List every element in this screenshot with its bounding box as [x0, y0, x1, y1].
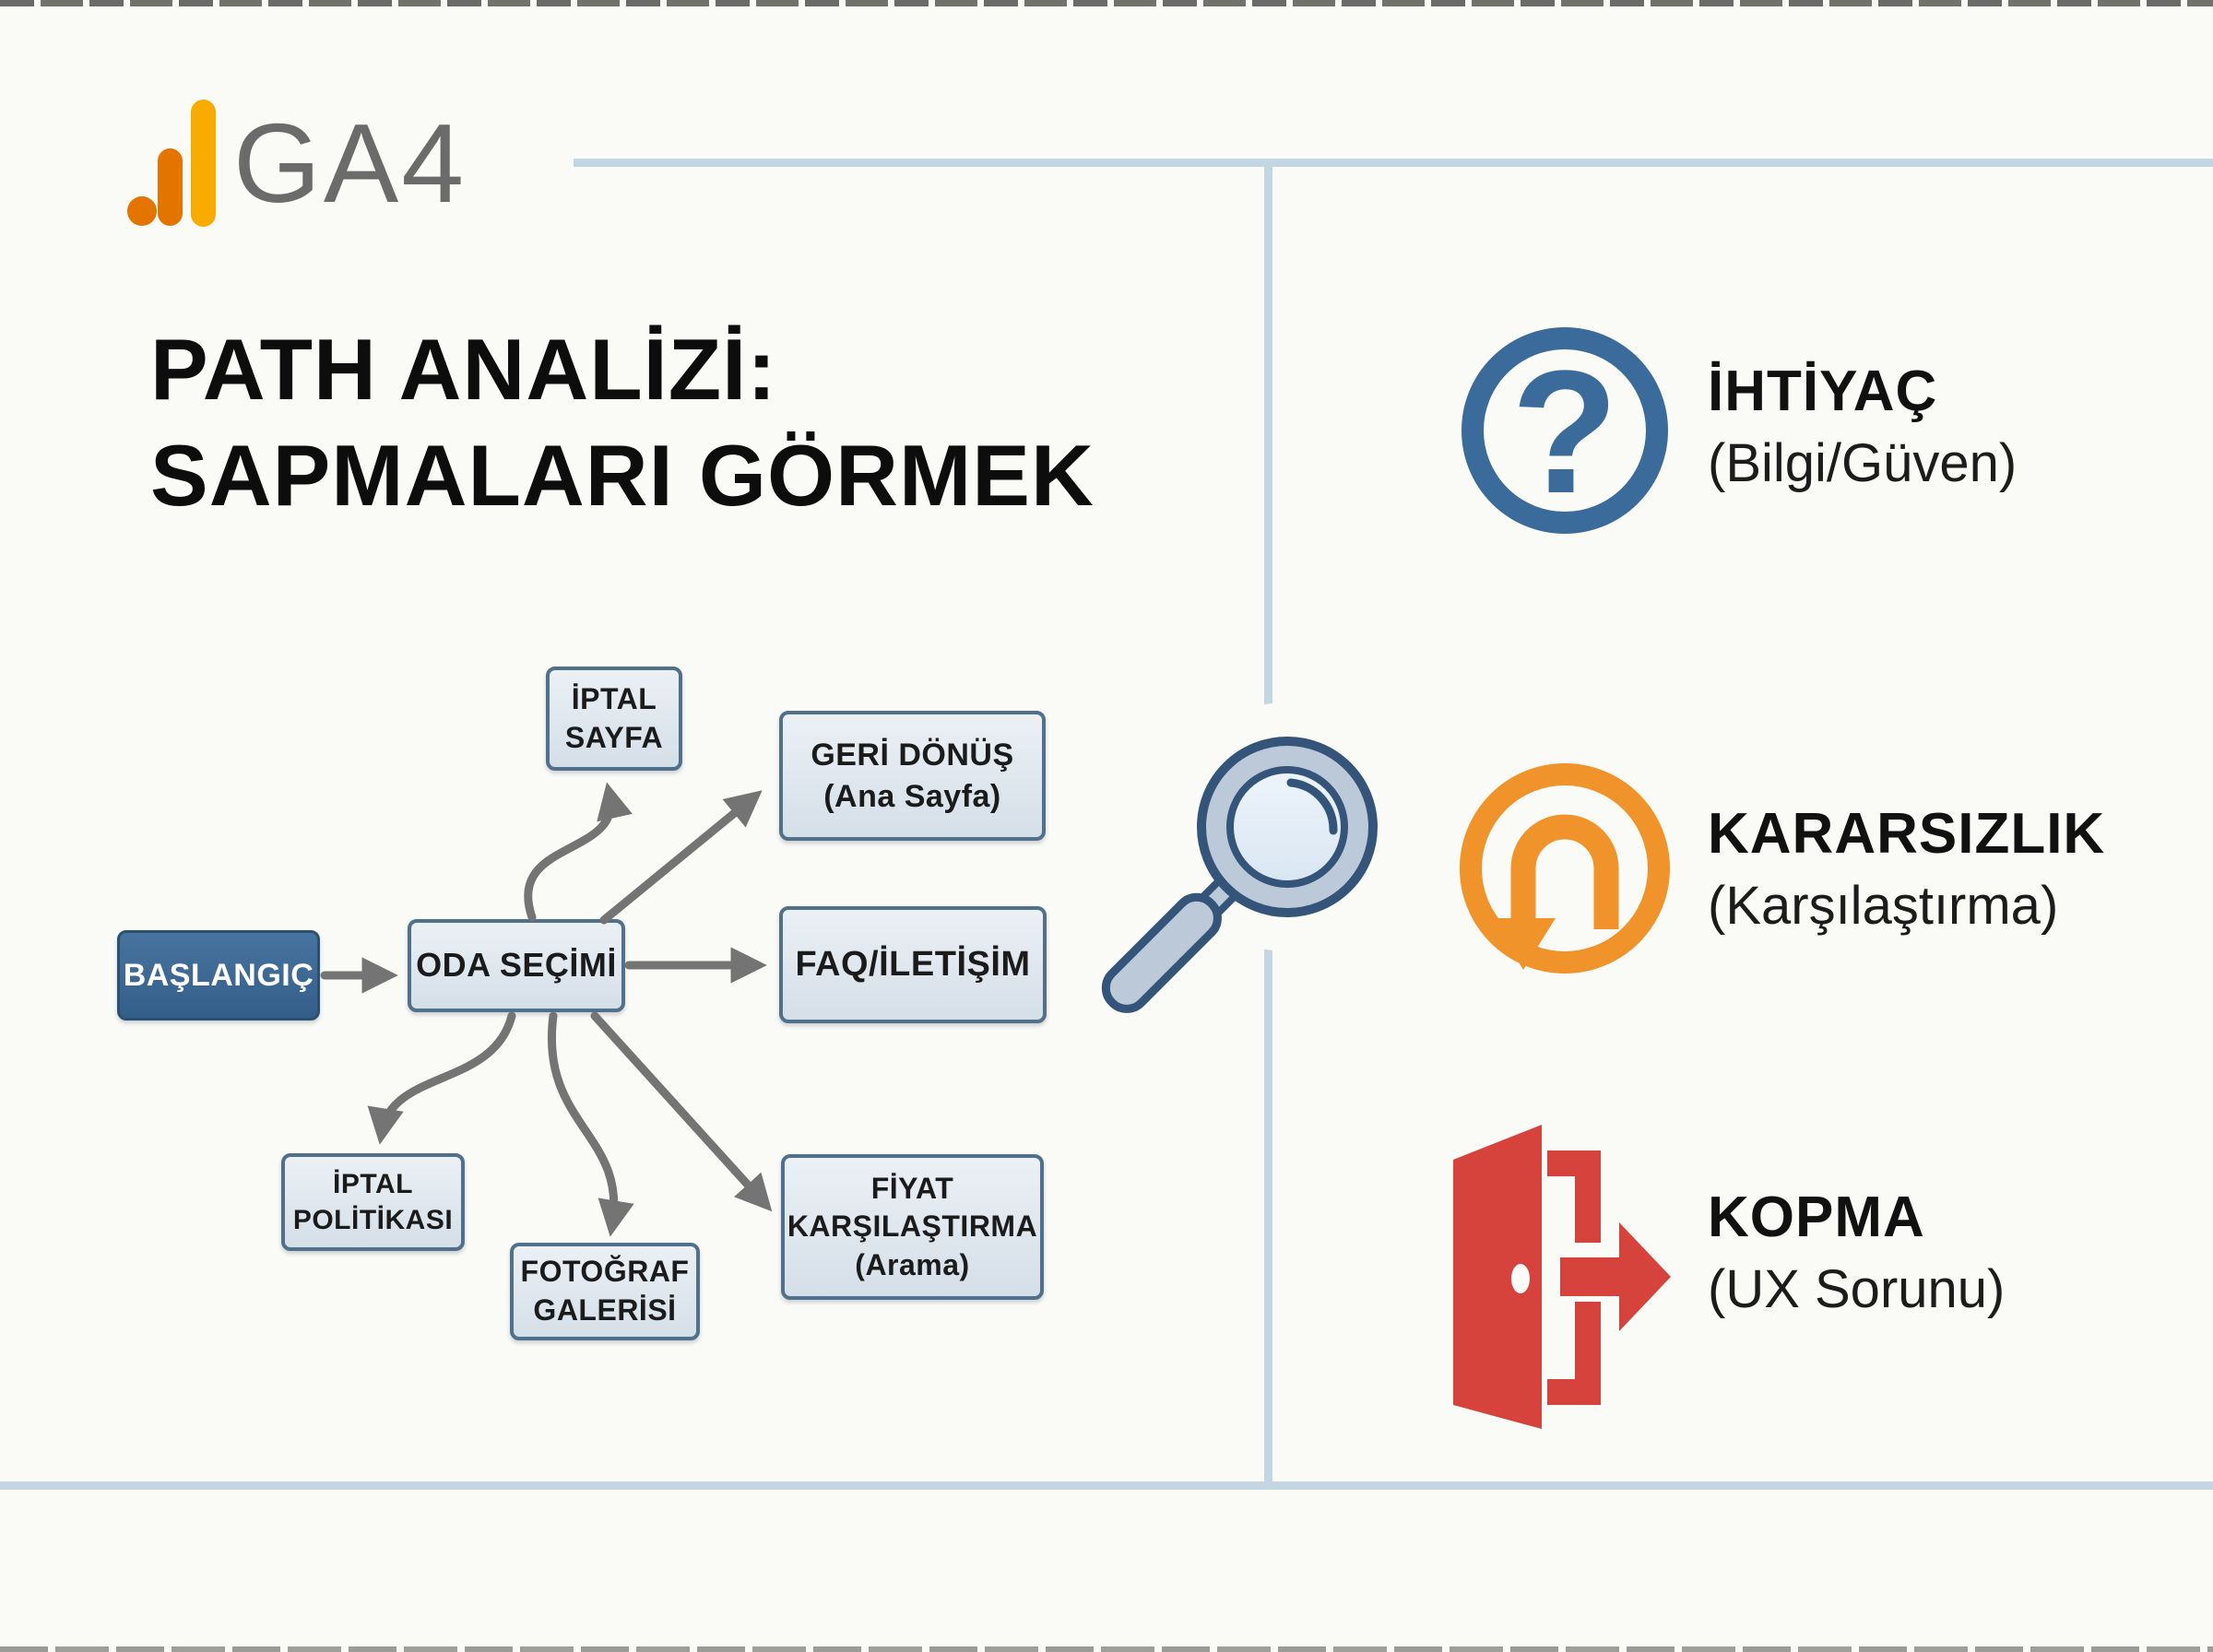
ga4-bar-chart-icon [158, 148, 183, 226]
exit-door-icon [1453, 1125, 1671, 1429]
bottom-divider-line [0, 1481, 2213, 1490]
torn-edge-top [0, 0, 2213, 6]
ga4-logo-text: GA4 [233, 100, 467, 226]
legend-item-kararsizlik: KARARSIZLIK (Karşılaştırma) [1708, 804, 2213, 935]
question-circle-icon: ? [1462, 327, 1668, 534]
flow-node-faq-iletisim: FAQ/İLETİŞİM [779, 906, 1047, 1023]
flow-node-oda-secimi: ODA SEÇİMİ [408, 919, 625, 1012]
legend-title: KARARSIZLIK [1708, 802, 2106, 866]
legend-item-kopma: KOPMA (UX Sorunu) [1708, 1187, 2213, 1318]
arrow-oda-to-fotograf [547, 1011, 634, 1237]
flow-node-baslangic: BAŞLANGIÇ [117, 930, 320, 1021]
flow-node-fiyat-karsilastirma: FİYAT KARŞILAŞTIRMA (Arama) [781, 1154, 1044, 1300]
flow-node-iptal-sayfa: İPTAL SAYFA [546, 667, 682, 771]
legend-subtitle: (Bilgi/Güven) [1708, 433, 2018, 494]
legend-subtitle: (Karşılaştırma) [1708, 876, 2059, 937]
header-divider-line [574, 159, 2213, 167]
page-title: PATH ANALİZİ: SAPMALARI GÖRMEK [150, 317, 1095, 528]
arrow-oda-to-fiyat [590, 1011, 773, 1212]
torn-edge-bottom [0, 1646, 2213, 1652]
legend-title: KOPMA [1708, 1186, 1925, 1249]
u-turn-icon [1460, 763, 1670, 974]
vertical-divider-line [1264, 162, 1272, 1488]
arrow-oda-to-geri-donus [599, 790, 763, 925]
arrow-oda-to-iptal-politikasi [367, 1011, 516, 1145]
arrow-oda-to-iptal-sayfa [524, 782, 633, 922]
magnifier-icon [1101, 702, 1412, 1014]
legend-subtitle: (UX Sorunu) [1708, 1259, 2006, 1320]
flow-node-iptal-politikasi: İPTAL POLİTİKASI [281, 1153, 465, 1251]
legend-title: İHTİYAÇ [1708, 360, 1938, 423]
title-line2: SAPMALARI GÖRMEK [150, 426, 1095, 524]
legend-item-ihtiyac: İHTİYAÇ (Bilgi/Güven) [1708, 361, 2213, 492]
svg-text:?: ? [1511, 335, 1618, 530]
ga4-bar-chart-icon [127, 196, 157, 226]
flow-node-fotograf-galerisi: FOTOĞRAF GALERİSİ [510, 1243, 700, 1340]
title-line1: PATH ANALİZİ: [150, 321, 777, 418]
flow-node-geri-donus: GERİ DÖNÜŞ (Ana Sayfa) [779, 711, 1046, 841]
ga4-bar-chart-icon [191, 100, 216, 227]
